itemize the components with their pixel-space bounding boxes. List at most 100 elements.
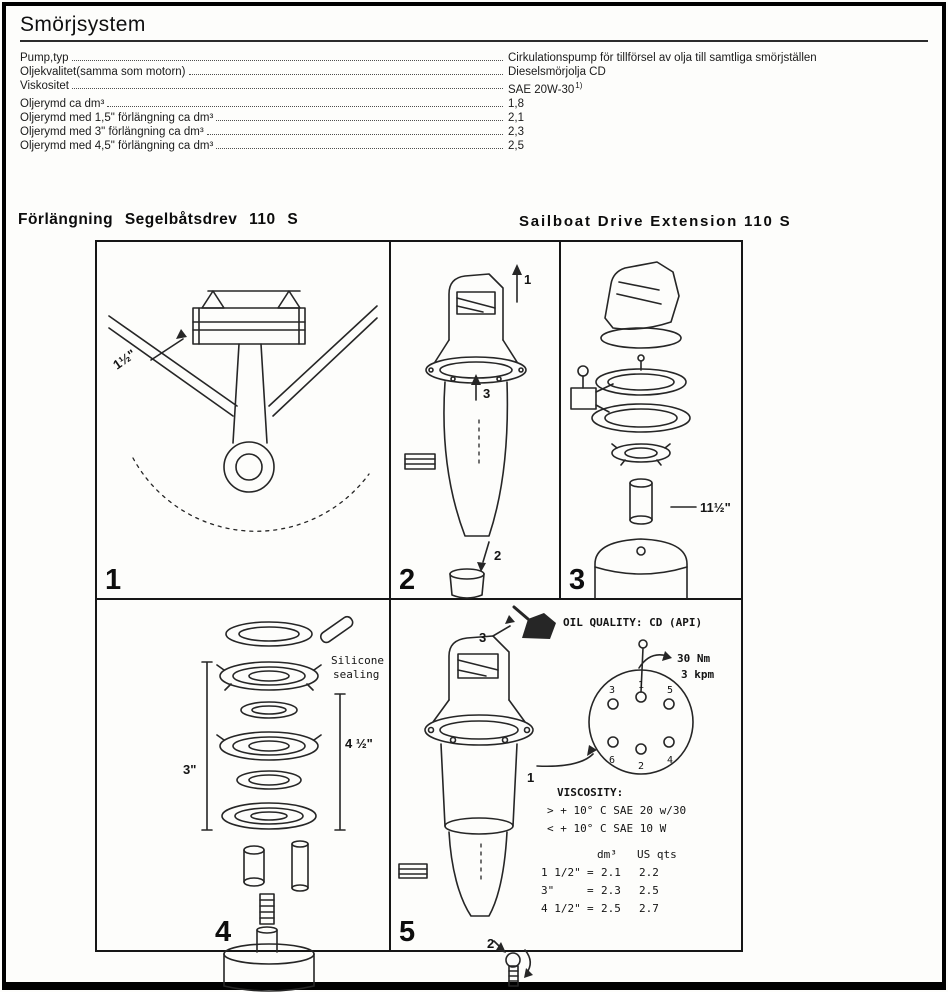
spec-row: Viskositet SAE 20W-301) bbox=[20, 79, 928, 97]
spec-row: Oljekvalitet(samma som motorn) Dieselsmö… bbox=[20, 65, 928, 79]
spec-value: SAE 20W-301) bbox=[508, 79, 858, 97]
capacity-row-dm3: 2.5 bbox=[601, 902, 621, 915]
capacity-row-eq: = bbox=[587, 866, 594, 879]
viscosity-title: VISCOSITY: bbox=[557, 786, 623, 799]
figure-panel-1: 1½" 1 bbox=[97, 242, 391, 600]
suspension-rod-and-eye bbox=[132, 343, 370, 532]
bolt-number: 4 bbox=[667, 755, 673, 766]
capacity-row-usqts: 2.5 bbox=[639, 884, 659, 897]
spec-list: Pump,typ Cirkulationspump för tillförsel… bbox=[20, 51, 928, 153]
capacity-row-dm3: 2.1 bbox=[601, 866, 621, 879]
bearing-and-seal-stack bbox=[216, 621, 322, 830]
spec-label: Oljerymd ca dm³ bbox=[20, 97, 105, 110]
figure-heading-english: Sailboat Drive Extension 110 S bbox=[519, 213, 792, 230]
viscosity-warm: > + 10° C SAE 20 w/30 bbox=[547, 804, 686, 817]
drive-unit-drawing bbox=[404, 273, 527, 537]
silicone-sealing-label-line1: Silicone bbox=[331, 654, 384, 667]
step-3-label: 3 bbox=[483, 386, 490, 401]
panel-2-drawing: 1 3 2 bbox=[404, 264, 531, 599]
capacity-row-eq: = bbox=[587, 902, 594, 915]
spec-label: Oljekvalitet(samma som motorn) bbox=[20, 66, 186, 78]
dimension-lines bbox=[201, 661, 346, 831]
panel-3-dimension-label: 11½" bbox=[700, 500, 731, 515]
capacity-row-size: 1 1/2" bbox=[541, 866, 581, 879]
panel-4-number: 4 bbox=[215, 916, 232, 948]
step-1-label: 1 bbox=[524, 272, 531, 287]
viscosity-cold: < + 10° C SAE 10 W bbox=[547, 822, 667, 835]
step-3-label: 3 bbox=[479, 630, 486, 645]
spec-value-text: SAE 20W-30 bbox=[508, 83, 575, 96]
spec-row: Oljerymd med 3" förlängning ca dm³ 2,3 bbox=[20, 125, 928, 139]
spec-value: 2,1 bbox=[508, 111, 524, 124]
panel-1-drawing: 1½" bbox=[108, 290, 378, 532]
spec-value: 1,8 bbox=[508, 97, 524, 110]
spec-row: Oljerymd med 1,5" förlängning ca dm³ 2,1 bbox=[20, 111, 928, 125]
title-rule bbox=[20, 40, 928, 42]
spec-label: Oljerymd med 3" förlängning ca dm³ bbox=[20, 125, 204, 138]
spec-value: Cirkulationspump för tillförsel av olja … bbox=[508, 52, 817, 64]
torque-nm-label: 30 Nm bbox=[677, 652, 710, 665]
spec-value: 2,5 bbox=[508, 139, 524, 152]
capacity-row-eq: = bbox=[587, 884, 594, 897]
bolt-number: 6 bbox=[609, 755, 615, 766]
dimension-3-label: 3" bbox=[183, 762, 196, 777]
dimension-arrow-icon bbox=[150, 329, 187, 361]
figure-heading-swedish: Förlängning Segelbåtsdrev 110 S bbox=[18, 211, 299, 228]
bolt-number: 3 bbox=[609, 685, 615, 696]
drive-unit-drawing bbox=[398, 635, 534, 917]
dotted-leader bbox=[216, 112, 503, 121]
panel-1-dimension-label: 1½" bbox=[110, 346, 138, 372]
panel-3-drawing: 11½" bbox=[570, 261, 731, 599]
dotted-leader bbox=[71, 52, 503, 61]
silicone-tube-icon bbox=[319, 615, 354, 644]
drive-head-drawing bbox=[600, 261, 682, 349]
panel-2-number: 2 bbox=[399, 564, 416, 596]
spec-label: Oljerymd med 4,5" förlängning ca dm³ bbox=[20, 139, 214, 152]
dimension-4half-label: 4 ½" bbox=[345, 736, 373, 751]
panel-5-number: 5 bbox=[399, 916, 416, 948]
bolt-pattern-circle bbox=[588, 669, 694, 775]
step-2-label: 2 bbox=[487, 936, 494, 951]
dotted-leader bbox=[107, 98, 503, 107]
spec-value: Dieselsmörjolja CD bbox=[508, 66, 606, 78]
drain-plug-drawing bbox=[493, 940, 533, 987]
capacity-row-dm3: 2.3 bbox=[601, 884, 621, 897]
figure-panel-2: 1 3 2 2 bbox=[391, 242, 561, 600]
capacity-row-size: 4 1/2" bbox=[541, 902, 581, 915]
oil-can-icon bbox=[492, 605, 556, 639]
shaft-parts-drawing bbox=[243, 840, 309, 953]
capacity-row-usqts: 2.7 bbox=[639, 902, 659, 915]
dotted-leader bbox=[72, 80, 503, 89]
section-title: Smörjsystem bbox=[20, 13, 146, 36]
dotted-leader bbox=[188, 66, 503, 75]
panel-1-number: 1 bbox=[105, 564, 122, 596]
spec-section: Smörjsystem Pump,typ Cirkulationspump fö… bbox=[20, 13, 928, 153]
bolt-number: 5 bbox=[667, 685, 673, 696]
spec-row: Pump,typ Cirkulationspump för tillförsel… bbox=[20, 51, 928, 65]
flange-to-circle-arrow-icon bbox=[536, 745, 597, 768]
capacity-header-dm3: dm³ bbox=[597, 848, 617, 861]
seal-ring-stack-drawing bbox=[570, 354, 691, 525]
panel-5-drawing: 3 OIL QUALITY: CD (API) 30 Nm 3 kpm 3 1 … bbox=[398, 605, 714, 987]
spec-value: 2,3 bbox=[508, 125, 524, 138]
dotted-leader bbox=[216, 140, 503, 149]
panel-3-number: 3 bbox=[569, 564, 586, 596]
footnote-ref: 1) bbox=[575, 81, 583, 90]
dotted-leader bbox=[206, 126, 503, 135]
oil-quality-label: OIL QUALITY: CD (API) bbox=[563, 616, 702, 629]
spec-label: Oljerymd med 1,5" förlängning ca dm³ bbox=[20, 111, 214, 124]
figure-panel-3: 11½" 3 bbox=[561, 242, 741, 600]
bolt-number: 2 bbox=[638, 761, 644, 772]
spec-label: Viskositet bbox=[20, 80, 70, 92]
figure-panel-5: 3 OIL QUALITY: CD (API) 30 Nm 3 kpm 3 1 … bbox=[391, 600, 741, 987]
oil-cup-drawing bbox=[449, 568, 485, 599]
step-1-label: 1 bbox=[527, 770, 534, 785]
silicone-sealing-label-line2: sealing bbox=[333, 668, 379, 681]
hull-cross-section bbox=[108, 290, 378, 417]
spec-row: Oljerymd ca dm³ 1,8 bbox=[20, 97, 928, 111]
capacity-row-size: 3" bbox=[541, 884, 554, 897]
bolt-number: 1 bbox=[638, 680, 644, 691]
extension-cylinder-drawing bbox=[223, 943, 315, 992]
capacity-header-usqts: US qts bbox=[637, 848, 677, 861]
